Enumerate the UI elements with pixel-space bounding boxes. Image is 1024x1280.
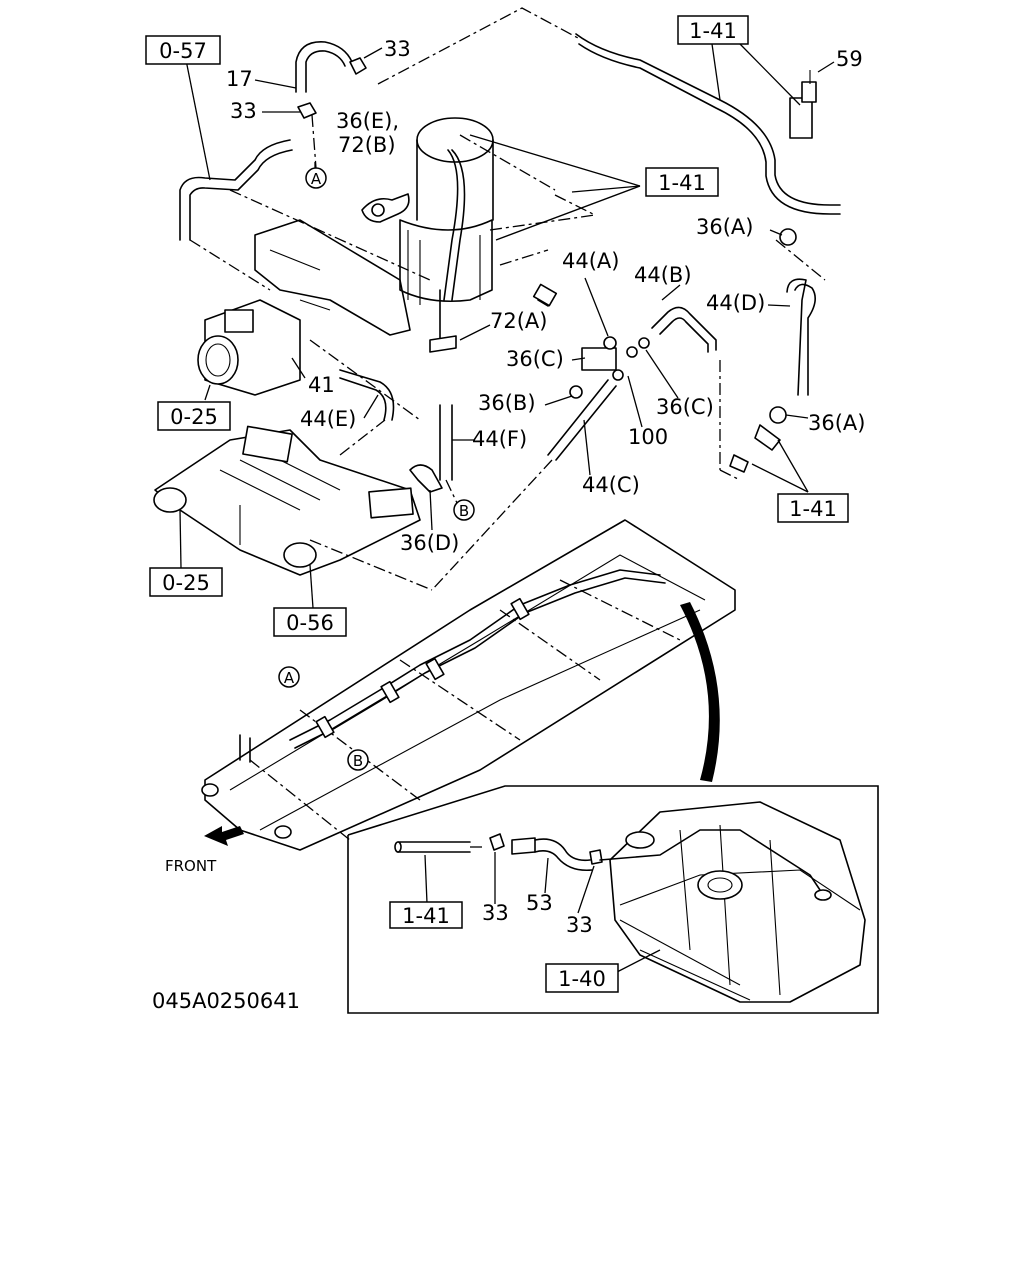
clamp: [349, 57, 367, 75]
hoses-right: [532, 228, 816, 473]
label-44b: 44(B): [634, 263, 692, 287]
label-33-a: 33: [384, 37, 411, 61]
front-label: FRONT: [165, 857, 217, 875]
label-53: 53: [526, 891, 553, 915]
label-17: 17: [226, 67, 253, 91]
callout-b-frame: B: [347, 749, 369, 771]
hose-44c: [431, 379, 617, 591]
ref-box-0-56: 0-56: [273, 607, 347, 637]
svg-text:1-41: 1-41: [658, 171, 706, 195]
bracket: [789, 97, 813, 139]
label-41: 41: [308, 373, 335, 397]
svg-text:1-40: 1-40: [558, 967, 606, 991]
callout-b-top: B: [453, 499, 475, 521]
brackets-mid: [569, 336, 650, 399]
label-72a: 72(A): [490, 309, 547, 333]
svg-text:A: A: [311, 170, 322, 188]
svg-text:1-41: 1-41: [689, 19, 737, 43]
label-100: 100: [628, 425, 668, 449]
label-36b: 36(B): [478, 391, 536, 415]
svg-text:B: B: [459, 502, 469, 520]
svg-text:1-41: 1-41: [402, 904, 450, 928]
part-labels: 33 17 33 36(E), 72(B) 59 36(A) 44(A) 44(…: [226, 37, 865, 937]
callout-a-frame: A: [278, 666, 300, 688]
hose-upper-left: [179, 102, 317, 241]
label-33-d: 33: [566, 913, 593, 937]
svg-text:A: A: [284, 669, 295, 687]
label-36a-top: 36(A): [696, 215, 753, 239]
diagram-id: 045A0250641: [152, 989, 300, 1013]
label-36c-right: 36(C): [656, 395, 714, 419]
intake-manifold: [153, 425, 421, 576]
ref-box-1-41-mid: 1-41: [645, 167, 719, 197]
svg-text:0-57: 0-57: [159, 39, 207, 63]
evap-vent-line: [377, 7, 841, 215]
label-72b: 72(B): [338, 133, 396, 157]
hose-44e: [339, 369, 395, 421]
throttle-body: [197, 219, 411, 396]
front-arrow: [204, 826, 244, 846]
clamp-36e: [361, 193, 410, 223]
callout-a-top: A: [305, 167, 327, 189]
label-36d: 36(D): [400, 531, 459, 555]
label-36a-bot: 36(A): [808, 411, 865, 435]
label-33-b: 33: [230, 99, 257, 123]
dashed-leaders-top: [189, 114, 826, 591]
svg-text:1-41: 1-41: [789, 497, 837, 521]
ref-box-1-40: 1-40: [545, 963, 619, 993]
svg-text:0-25: 0-25: [162, 571, 210, 595]
label-36c-left: 36(C): [506, 347, 564, 371]
ref-box-1-41-top: 1-41: [677, 15, 749, 45]
canister: [399, 117, 494, 351]
ref-box-0-25-b: 0-25: [149, 567, 223, 597]
label-44a: 44(A): [562, 249, 619, 273]
hose-17: [295, 41, 367, 93]
label-36e: 36(E),: [336, 109, 399, 133]
label-33-c: 33: [482, 901, 509, 925]
label-44c: 44(C): [582, 473, 640, 497]
label-44d: 44(D): [706, 291, 765, 315]
svg-text:0-56: 0-56: [286, 611, 334, 635]
detail-arrow: [680, 602, 720, 782]
inset-panel: [347, 785, 879, 1014]
ref-box-1-41-right: 1-41: [777, 493, 849, 523]
label-59: 59: [836, 47, 863, 71]
leader-lines-top: [179, 43, 809, 609]
svg-text:B: B: [353, 752, 363, 770]
svg-text:0-25: 0-25: [170, 405, 218, 429]
label-44e: 44(E): [300, 407, 356, 431]
clamp-36d: [409, 464, 443, 493]
label-44f: 44(F): [472, 427, 527, 451]
ref-box-0-25-a: 0-25: [157, 401, 231, 431]
ref-box-0-57: 0-57: [145, 35, 221, 65]
ref-box-1-41-inset: 1-41: [389, 901, 463, 929]
hose-44f: [429, 335, 459, 506]
